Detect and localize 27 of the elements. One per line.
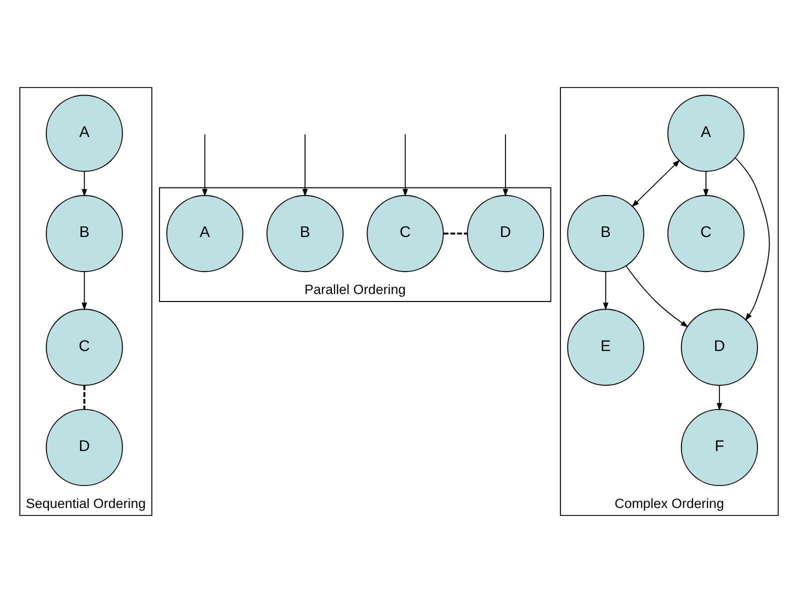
node-circle: C [667, 195, 744, 272]
node-circle: F [680, 408, 758, 486]
arrow [82, 170, 88, 197]
node-circle: C [366, 195, 444, 272]
node-circle: B [266, 195, 344, 272]
arrow [82, 271, 88, 310]
arrow [202, 134, 208, 197]
arrow [302, 134, 308, 197]
arrow [632, 160, 680, 208]
arrow [502, 134, 508, 197]
node-circle: D [466, 195, 544, 272]
node-circle: A [46, 94, 123, 172]
arrow [603, 271, 608, 310]
node-circle: B [567, 195, 644, 272]
node-circle: A [166, 195, 244, 272]
arrow [716, 384, 722, 411]
arrow [402, 134, 408, 197]
connector [83, 385, 86, 410]
node-circle: D [46, 408, 123, 486]
connector [444, 232, 468, 235]
arrow [703, 170, 709, 197]
node-circle: E [567, 308, 644, 386]
node-circle: C [46, 308, 123, 386]
node-circle: B [46, 195, 123, 272]
node-circle: A [667, 94, 744, 172]
arrow [626, 265, 688, 328]
arrow [734, 157, 770, 321]
